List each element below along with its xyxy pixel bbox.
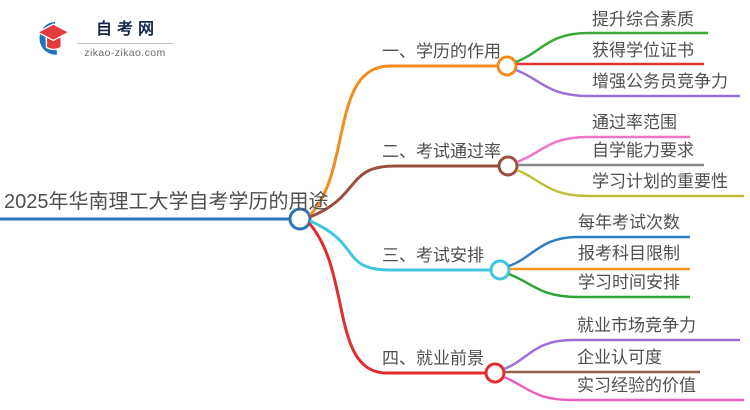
branch-4-child-2-label: 企业认可度 [577, 348, 662, 367]
logo-cap-base [45, 36, 62, 51]
branch-2-line [309, 164, 499, 219]
branch-3-circle [489, 259, 511, 281]
branch-1-circle [496, 55, 518, 77]
branch-2-label: 二、考试通过率 [382, 142, 501, 161]
branch-1-child-1-label: 提升综合素质 [592, 10, 694, 29]
branch-1-child-3-line [515, 68, 740, 98]
branch-2-child-3-label: 学习计划的重要性 [592, 172, 728, 191]
branch-1-child-1-line [515, 31, 708, 64]
branch-4-line [307, 222, 486, 375]
branch-1-label: 一、学历的作用 [382, 42, 501, 61]
logo-divider [77, 43, 173, 44]
branch-1-child-3-label: 增强公务员竞争力 [592, 72, 728, 91]
branch-2-child-2-label: 自学能力要求 [592, 141, 694, 160]
branch-3-line [309, 219, 491, 272]
branch-2-child-1-line [516, 135, 690, 164]
branch-4-child-3-line [503, 375, 744, 402]
branch-2-child-3-line [516, 168, 744, 198]
root-node-label: 2025年华南理工大学自考学历的用途 [4, 191, 329, 213]
branch-3-child-1-line [508, 235, 690, 268]
branch-3-child-2-label: 报考科目限制 [578, 244, 680, 263]
branch-1-line [308, 64, 498, 217]
branch-3-label: 三、考试安排 [382, 246, 484, 265]
branch-4-child-3-label: 实习经验的价值 [577, 376, 696, 395]
logo-domain: zikao-zikao.com [84, 47, 166, 59]
site-logo: 自考网 zikao-zikao.com [30, 14, 173, 60]
root-node-circle [288, 207, 312, 231]
branch-3-child-3-line [508, 272, 690, 299]
logo-title: 自考网 [95, 21, 159, 38]
branch-3-child-1-label: 每年考试次数 [578, 213, 680, 232]
branch-3-child-3-label: 学习时间安排 [578, 273, 680, 292]
branch-2-circle [497, 155, 519, 177]
branch-1-child-2-label: 获得学位证书 [592, 41, 694, 60]
branch-4-child-1-line [503, 338, 740, 371]
graduation-cap-icon [36, 21, 68, 55]
branch-4-child-1-label: 就业市场竞争力 [577, 316, 696, 335]
branch-4-label: 四、就业前景 [382, 349, 484, 368]
logo-cap-top [36, 23, 68, 42]
branch-4-circle [484, 362, 506, 384]
logo-text-block: 自考网 zikao-zikao.com [77, 15, 173, 59]
branch-2-child-1-label: 通过率范围 [592, 113, 677, 132]
